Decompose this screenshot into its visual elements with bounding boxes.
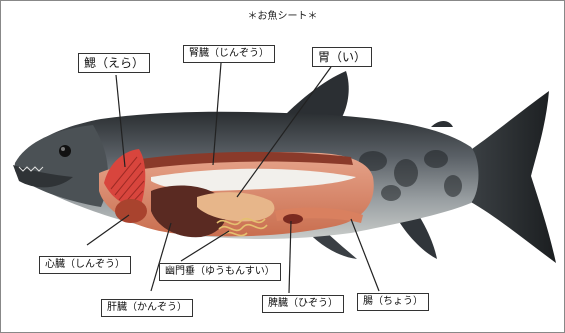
label-pyloric-caeca: 幽門垂（ゆうもんすい）	[159, 263, 281, 281]
label-kidney: 腎臓（じんぞう）	[183, 45, 275, 63]
fish-head	[15, 125, 108, 207]
label-liver: 肝臓（かんぞう）	[101, 299, 193, 317]
label-gills: 鰓（えら）	[78, 53, 150, 73]
sheet-title: ＊お魚シート＊	[1, 7, 564, 22]
fish-eye	[59, 145, 71, 157]
label-spleen: 脾臓（ひぞう）	[262, 295, 344, 313]
dorsal-fin	[283, 71, 349, 119]
adipose-fin	[431, 121, 453, 127]
spleen-organ	[283, 214, 303, 224]
label-heart: 心臓（しんぞう）	[39, 256, 131, 274]
label-intestine: 腸（ちょう）	[357, 293, 429, 311]
label-stomach: 胃（い）	[312, 47, 372, 67]
tail-fin	[469, 91, 556, 263]
heart-organ	[115, 199, 147, 223]
